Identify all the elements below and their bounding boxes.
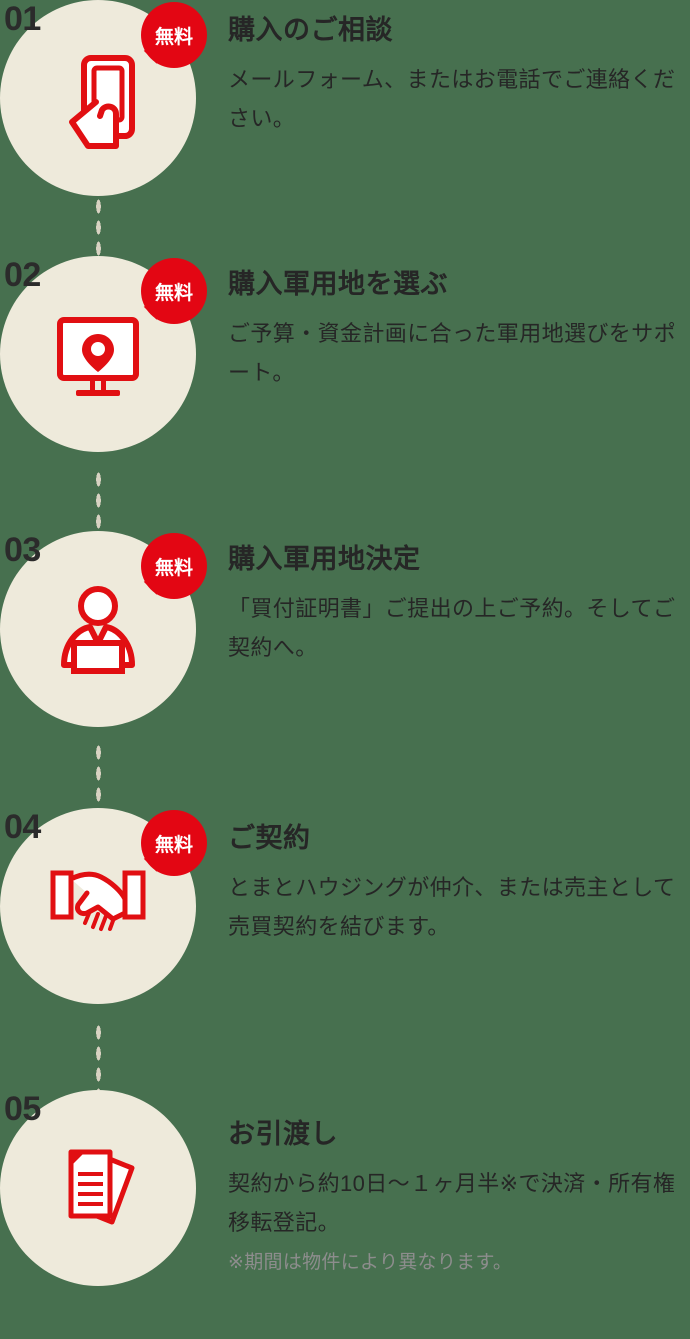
free-badge: 無料 [141, 810, 207, 876]
step-number: 05 [4, 1090, 41, 1128]
badge-bubble [141, 258, 207, 324]
handshake-icon [0, 808, 196, 1004]
step-body: 購入軍用地決定 「買付証明書」ご提出の上ご予約。そしてご契約へ。 [228, 543, 690, 667]
hand-holding-smartphone-icon [0, 0, 196, 196]
badge-label: 無料 [154, 26, 193, 48]
free-badge: 無料 [141, 533, 207, 599]
badge-bubble [141, 810, 207, 876]
step-number: 03 [4, 531, 41, 569]
step-footnote: ※期間は物件により異なります。 [228, 1252, 513, 1274]
step-title: お引渡し [228, 1119, 338, 1149]
step-title: 購入軍用地を選ぶ [228, 269, 448, 299]
badge-label: 無料 [154, 557, 193, 579]
badge-bubble [141, 533, 207, 599]
step-description: 契約から約10日〜１ヶ月半※で決済・所有権移転登記。 [228, 1170, 676, 1235]
step-description: とまとハウジングが仲介、または売主として売買契約を結びます。 [228, 874, 676, 939]
free-badge: 無料 [141, 2, 207, 68]
step-body: お引渡し 契約から約10日〜１ヶ月半※で決済・所有権移転登記。 ※期間は物件によ… [228, 1118, 690, 1278]
step-description: 「買付証明書」ご提出の上ご予約。そしてご契約へ。 [228, 595, 676, 660]
connector-dots-1-2 [95, 196, 102, 256]
free-badge: 無料 [141, 258, 207, 324]
step-number: 02 [4, 256, 41, 294]
step-title: ご契約 [228, 823, 311, 853]
step-body: 購入のご相談 メールフォーム、またはお電話でご連絡ください。 [228, 14, 690, 138]
monitor-map-pin-icon [0, 256, 196, 452]
step-description: メールフォーム、またはお電話でご連絡ください。 [228, 66, 676, 131]
step-number: 01 [4, 0, 41, 38]
step-body: 購入軍用地を選ぶ ご予算・資金計画に合った軍用地選びをサポート。 [228, 268, 690, 392]
step-body: ご契約 とまとハウジングが仲介、または売主として売買契約を結びます。 [228, 822, 690, 946]
badge-label: 無料 [154, 282, 193, 304]
connector-dots-4-5 [95, 1022, 102, 1090]
step-number: 04 [4, 808, 41, 846]
step-description: ご予算・資金計画に合った軍用地選びをサポート。 [228, 320, 677, 385]
documents-icon [0, 1090, 196, 1286]
badge-label: 無料 [154, 834, 193, 856]
step-medallion [0, 1090, 196, 1286]
badge-bubble [141, 2, 207, 68]
person-at-desk-icon [0, 531, 196, 727]
connector-dots-3-4 [95, 742, 102, 808]
connector-dots-2-3 [95, 469, 102, 531]
step-title: 購入軍用地決定 [228, 544, 421, 574]
step-title: 購入のご相談 [228, 15, 393, 45]
step-medallion [0, 808, 196, 1004]
